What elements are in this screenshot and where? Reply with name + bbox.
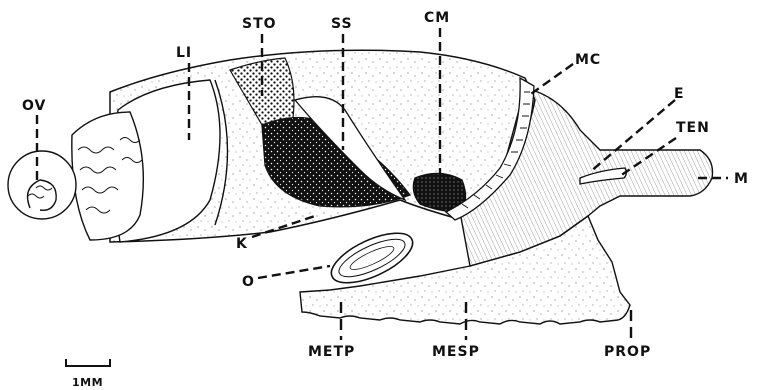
label-cm: CM — [424, 10, 450, 26]
label-o: O — [242, 274, 255, 290]
label-ov: OV — [22, 98, 46, 114]
visceral-mass — [8, 50, 535, 242]
label-mc: MC — [575, 52, 601, 68]
label-m: M — [734, 171, 749, 187]
label-li: LI — [176, 45, 192, 61]
scale-bar-label: 1MM — [72, 376, 103, 389]
label-metp: METP — [308, 344, 355, 360]
label-mesp: MESP — [432, 344, 480, 360]
shell-apex — [8, 151, 76, 219]
label-k: K — [236, 236, 248, 252]
leader-o — [258, 266, 330, 278]
label-e: E — [674, 86, 685, 102]
label-ss: SS — [331, 16, 353, 32]
whorl-2 — [72, 112, 144, 240]
label-sto: STO — [242, 16, 277, 32]
leader-mc — [528, 64, 573, 96]
label-ten: TEN — [676, 120, 710, 136]
label-prop: PROP — [604, 344, 651, 360]
scale-bar: 1MM — [66, 359, 110, 389]
scale-bar-line — [66, 359, 110, 366]
